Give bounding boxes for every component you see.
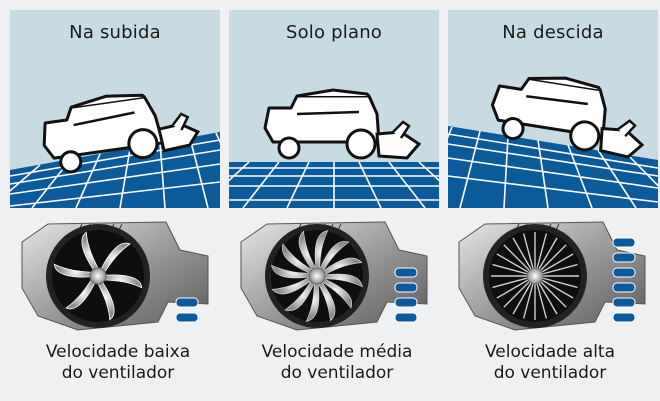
caption-line: do ventilador (280, 363, 394, 383)
panel-title: Na descida (502, 22, 604, 43)
downhill-scene (448, 10, 658, 208)
speed-bars (394, 267, 418, 323)
fan-housing-icon (21, 221, 209, 331)
fan-low-speed (18, 218, 228, 333)
speed-level-bar (612, 297, 636, 308)
caption-line: Velocidade alta (484, 342, 616, 362)
caption-line: Velocidade média (261, 342, 413, 362)
panel-title: Na subida (69, 22, 161, 43)
caption-line: do ventilador (493, 363, 607, 383)
flat-scene (229, 10, 439, 208)
speed-level-bar (612, 282, 636, 293)
panel-title: Solo plano (285, 22, 383, 43)
caption-line: Velocidade baixa (45, 342, 191, 362)
ground-grid (229, 161, 439, 208)
speed-level-bar (394, 297, 418, 308)
fan-housing-icon (240, 221, 428, 331)
ground-grid (448, 126, 658, 208)
fan-blades (271, 230, 363, 322)
combine-harvester-icon (490, 76, 645, 159)
speed-level-bar (394, 267, 418, 278)
combine-harvester-icon (263, 88, 422, 160)
panel-downhill: Na descida (448, 10, 658, 208)
speed-level-bar (394, 312, 418, 323)
ground (448, 126, 658, 208)
caption-high-speed: Velocidade alta do ventilador (440, 342, 660, 384)
speed-level-bar (175, 312, 199, 323)
panel-flat: Solo plano (229, 10, 439, 208)
speed-bars (612, 237, 636, 323)
fan-blades (53, 231, 143, 321)
combine-harvester-icon (42, 93, 200, 174)
speed-level-bar (175, 297, 199, 308)
speed-level-bar (612, 237, 636, 248)
caption-medium-speed: Velocidade média do ventilador (227, 342, 447, 384)
speed-level-bar (394, 282, 418, 293)
fan-medium-speed (237, 218, 447, 333)
fan-hub (526, 267, 544, 285)
caption-line: do ventilador (61, 363, 175, 383)
fan-high-speed (455, 218, 660, 333)
caption-low-speed: Velocidade baixa do ventilador (8, 342, 228, 384)
fan-hub (308, 267, 326, 285)
panel-uphill: Na subida (10, 10, 220, 208)
speed-level-bar (612, 267, 636, 278)
speed-level-bar (612, 252, 636, 263)
speed-level-bar (612, 312, 636, 323)
speed-bars (175, 297, 199, 323)
fan-hub (89, 267, 107, 285)
fan-housing-icon (458, 221, 646, 331)
uphill-scene (10, 10, 220, 208)
